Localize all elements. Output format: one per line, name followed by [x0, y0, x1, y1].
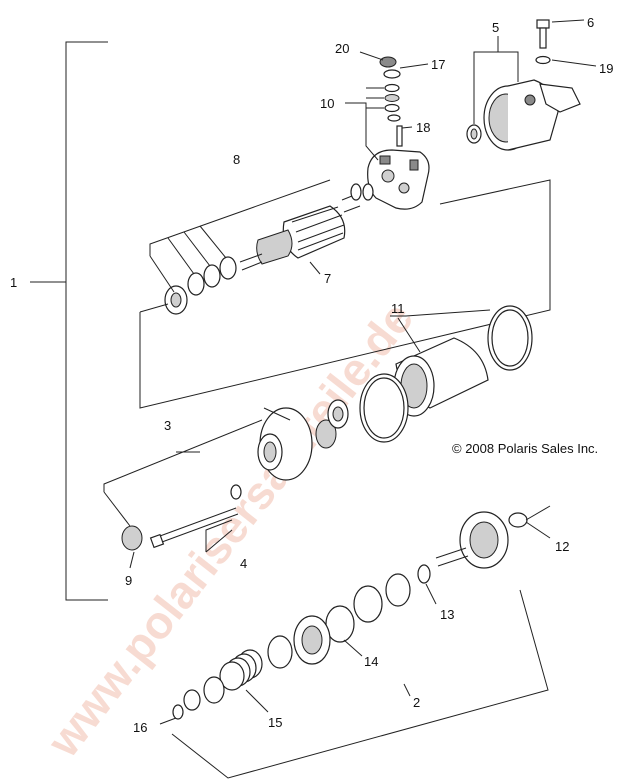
bracket-1	[30, 41, 108, 601]
leader-11	[390, 309, 491, 317]
armature	[164, 205, 361, 315]
watermark-text: www.polarisersatzteile.de	[36, 292, 423, 767]
drive-assembly	[172, 511, 528, 720]
callout-3: 3	[164, 418, 171, 433]
end-cap-assembly	[466, 19, 581, 151]
leader-4	[205, 519, 233, 552]
callout-19: 19	[599, 61, 613, 76]
callout-2: 2	[413, 695, 420, 710]
leader-6	[551, 19, 585, 23]
callout-17: 17	[431, 57, 445, 72]
callout-12: 12	[555, 539, 569, 554]
leader-10	[345, 102, 379, 161]
callout-1: 1	[10, 275, 17, 290]
callout-5: 5	[492, 20, 499, 35]
callout-6: 6	[587, 15, 594, 30]
leader-15	[245, 689, 269, 713]
callout-13: 13	[440, 607, 454, 622]
callouts: 1 2 3 4 5 6 7 8 9 10 11 12 13 14 15 16 1…	[10, 15, 613, 735]
leader-16	[159, 717, 177, 725]
brush-plate-assembly	[341, 56, 430, 210]
leader-5	[473, 51, 519, 124]
leader-20	[359, 51, 384, 61]
callout-8: 8	[233, 152, 240, 167]
copyright-notice: © 2008 Polaris Sales Inc.	[452, 441, 598, 456]
front-housing	[121, 399, 349, 551]
callout-10: 10	[320, 96, 334, 111]
leader-8	[149, 179, 331, 256]
leader-7	[309, 261, 321, 275]
callout-15: 15	[268, 715, 282, 730]
leader-14	[343, 639, 363, 657]
callout-7: 7	[324, 271, 331, 286]
bracket-3	[103, 419, 263, 492]
watermark: www.polarisersatzteile.de	[36, 292, 423, 767]
callout-14: 14	[364, 654, 378, 669]
leader-17	[399, 63, 429, 69]
leader-18	[401, 126, 413, 129]
callout-11: 11	[391, 301, 405, 316]
callout-18: 18	[416, 120, 430, 135]
callout-20: 20	[335, 41, 349, 56]
leader-13	[425, 583, 437, 605]
callout-9: 9	[125, 573, 132, 588]
leader-12	[525, 521, 551, 539]
leader-9	[129, 551, 135, 569]
bracket-2	[171, 589, 549, 779]
callout-16: 16	[133, 720, 147, 735]
leader-19	[551, 59, 597, 67]
bracket-armature	[139, 179, 551, 409]
motor-housing	[359, 305, 533, 443]
callout-4: 4	[240, 556, 247, 571]
